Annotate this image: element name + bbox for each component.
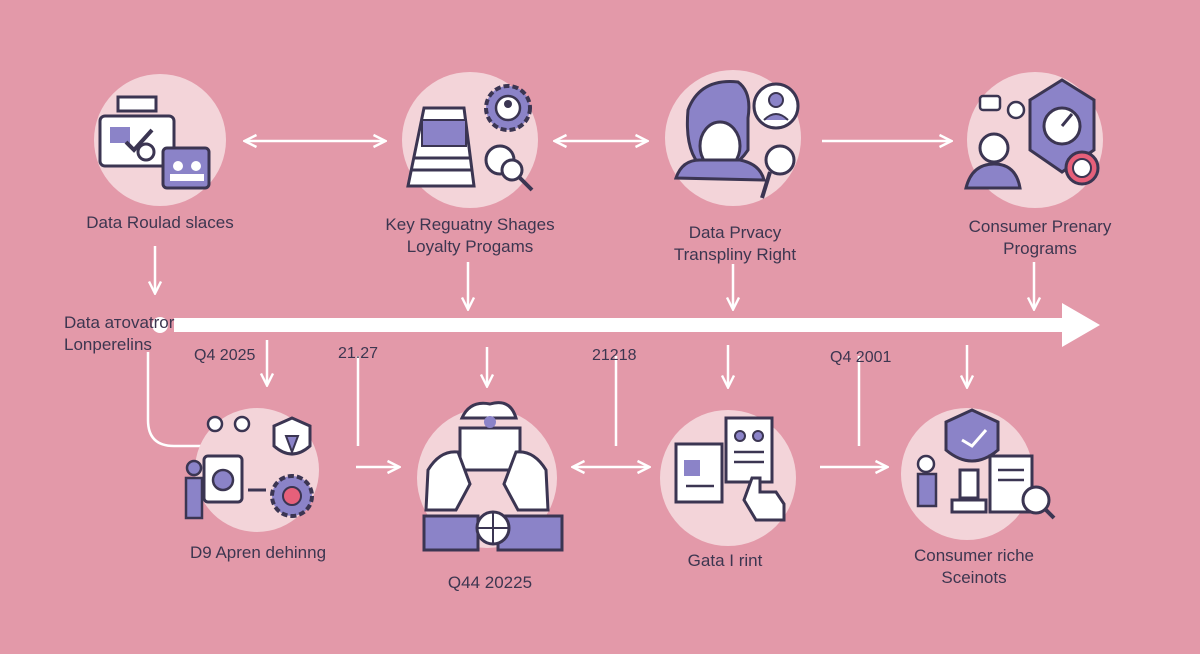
hands-envelope-icon [417, 401, 564, 552]
node-label-line: Data Prvacy [688, 223, 782, 242]
node-label-top-4: Consumer Prenary Programs [940, 216, 1140, 260]
node-label-top-2: Key Reguatny Shages Loyalty Progams [370, 214, 570, 258]
node-label-line: Transpliny Right [673, 245, 797, 264]
date-label-2: 21.27 [338, 345, 379, 362]
node-label-bottom-4: Consumer riche Sceinots [874, 545, 1074, 589]
node-label-top-3: Data Prvacy Transpliny Right [635, 222, 835, 266]
node-label-top-1: Data Roulad slaces [60, 212, 260, 234]
timeline-start-line-1: Data атοvatror [64, 313, 175, 332]
main-timeline-arrow [152, 303, 1100, 347]
machine-gear-icon [184, 408, 319, 532]
privacy-person-icon [665, 70, 801, 206]
date-label-4: Q4 2001 [830, 349, 892, 366]
node-label-line: Gata I rint [687, 551, 763, 570]
timeline-start-line-2: Lonperelins [64, 335, 152, 354]
down-arrows-upper [155, 246, 1034, 308]
node-label-line: Sceinots [941, 568, 1007, 587]
node-label-line: Consumer riche [914, 546, 1034, 565]
node-label-bottom-1: D9 Apren dehinng [158, 542, 358, 564]
node-label-line: Programs [1003, 239, 1077, 258]
node-label-line: Q44 20225 [447, 573, 533, 592]
date-label-3: 21218 [592, 347, 637, 364]
shield-search-icon [901, 408, 1056, 540]
node-label-line: Consumer Prenary [968, 217, 1112, 236]
date-label-1: Q4 2025 [194, 347, 256, 364]
data-dashboard-icon [94, 74, 226, 206]
regulation-gear-icon [402, 72, 538, 208]
down-arrows-lower [146, 340, 967, 448]
node-label-line: Data Roulad slaces [86, 213, 234, 232]
node-label-bottom-2: Q44 20225 [390, 572, 590, 594]
consumer-shield-icon [964, 72, 1103, 208]
timeline-start-label: Data атοvatror Lonperelins [64, 312, 174, 356]
node-label-bottom-3: Gata I rint [625, 550, 825, 572]
profile-touch-icon [660, 410, 796, 546]
node-label-line: D9 Apren dehinng [189, 543, 327, 562]
node-label-line: Key Reguatny Shages [385, 215, 555, 234]
node-label-line: Loyalty Progams [406, 237, 534, 256]
